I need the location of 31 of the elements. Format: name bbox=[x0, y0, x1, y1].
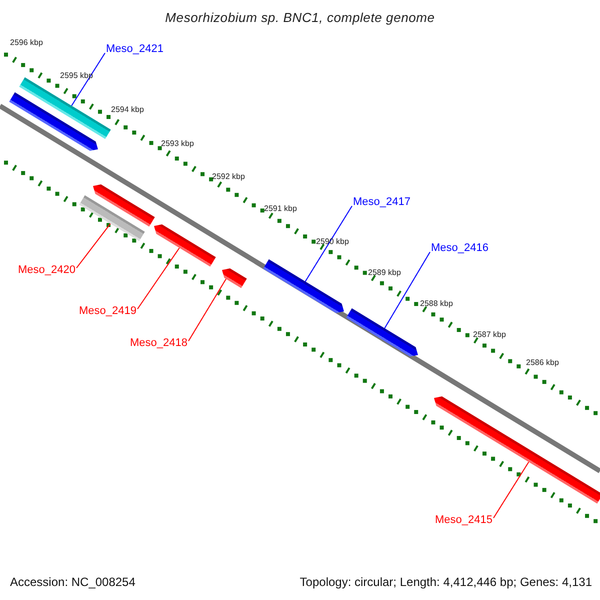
scale-label: 2592 kbp bbox=[212, 172, 245, 181]
footer-text: Accession: NC_008254 bbox=[10, 575, 136, 589]
gene-bar bbox=[79, 195, 145, 242]
leader-line bbox=[384, 252, 430, 329]
gene-bar bbox=[346, 308, 418, 357]
gene-label: Meso_2417 bbox=[353, 196, 410, 208]
gene-label: Meso_2416 bbox=[431, 242, 488, 254]
gene-bar bbox=[434, 396, 600, 504]
gene-label: Meso_2420 bbox=[18, 264, 76, 276]
leader-line bbox=[71, 52, 106, 106]
gene-label: Meso_2421 bbox=[106, 43, 164, 55]
gene-label: Meso_2418 bbox=[130, 337, 188, 349]
leader-line bbox=[76, 223, 111, 268]
scale-label: 2596 kbp bbox=[10, 38, 43, 47]
chart-title: Mesorhizobium sp. BNC1, complete genome bbox=[164, 10, 436, 25]
scale-label: 2587 kbp bbox=[473, 330, 506, 339]
gene-bar bbox=[9, 92, 98, 151]
gene-bar bbox=[222, 268, 247, 288]
gene-label: Meso_2415 bbox=[435, 514, 492, 526]
gene-bar bbox=[154, 224, 216, 267]
scale-label: 2591 kbp bbox=[264, 204, 297, 213]
footer-text: Topology: circular; Length: 4,412,446 bp; Genes: 4,131 bbox=[300, 575, 592, 589]
scale-label: 2593 kbp bbox=[161, 139, 194, 148]
gene-bar bbox=[263, 259, 344, 313]
scale-label: 2589 kbp bbox=[368, 268, 401, 277]
leader-line bbox=[304, 206, 352, 282]
gene-bar bbox=[93, 184, 155, 227]
gene-label: Meso_2419 bbox=[79, 305, 136, 317]
leader-line bbox=[188, 278, 227, 342]
leader-line bbox=[137, 247, 180, 310]
leader-line bbox=[493, 462, 530, 518]
